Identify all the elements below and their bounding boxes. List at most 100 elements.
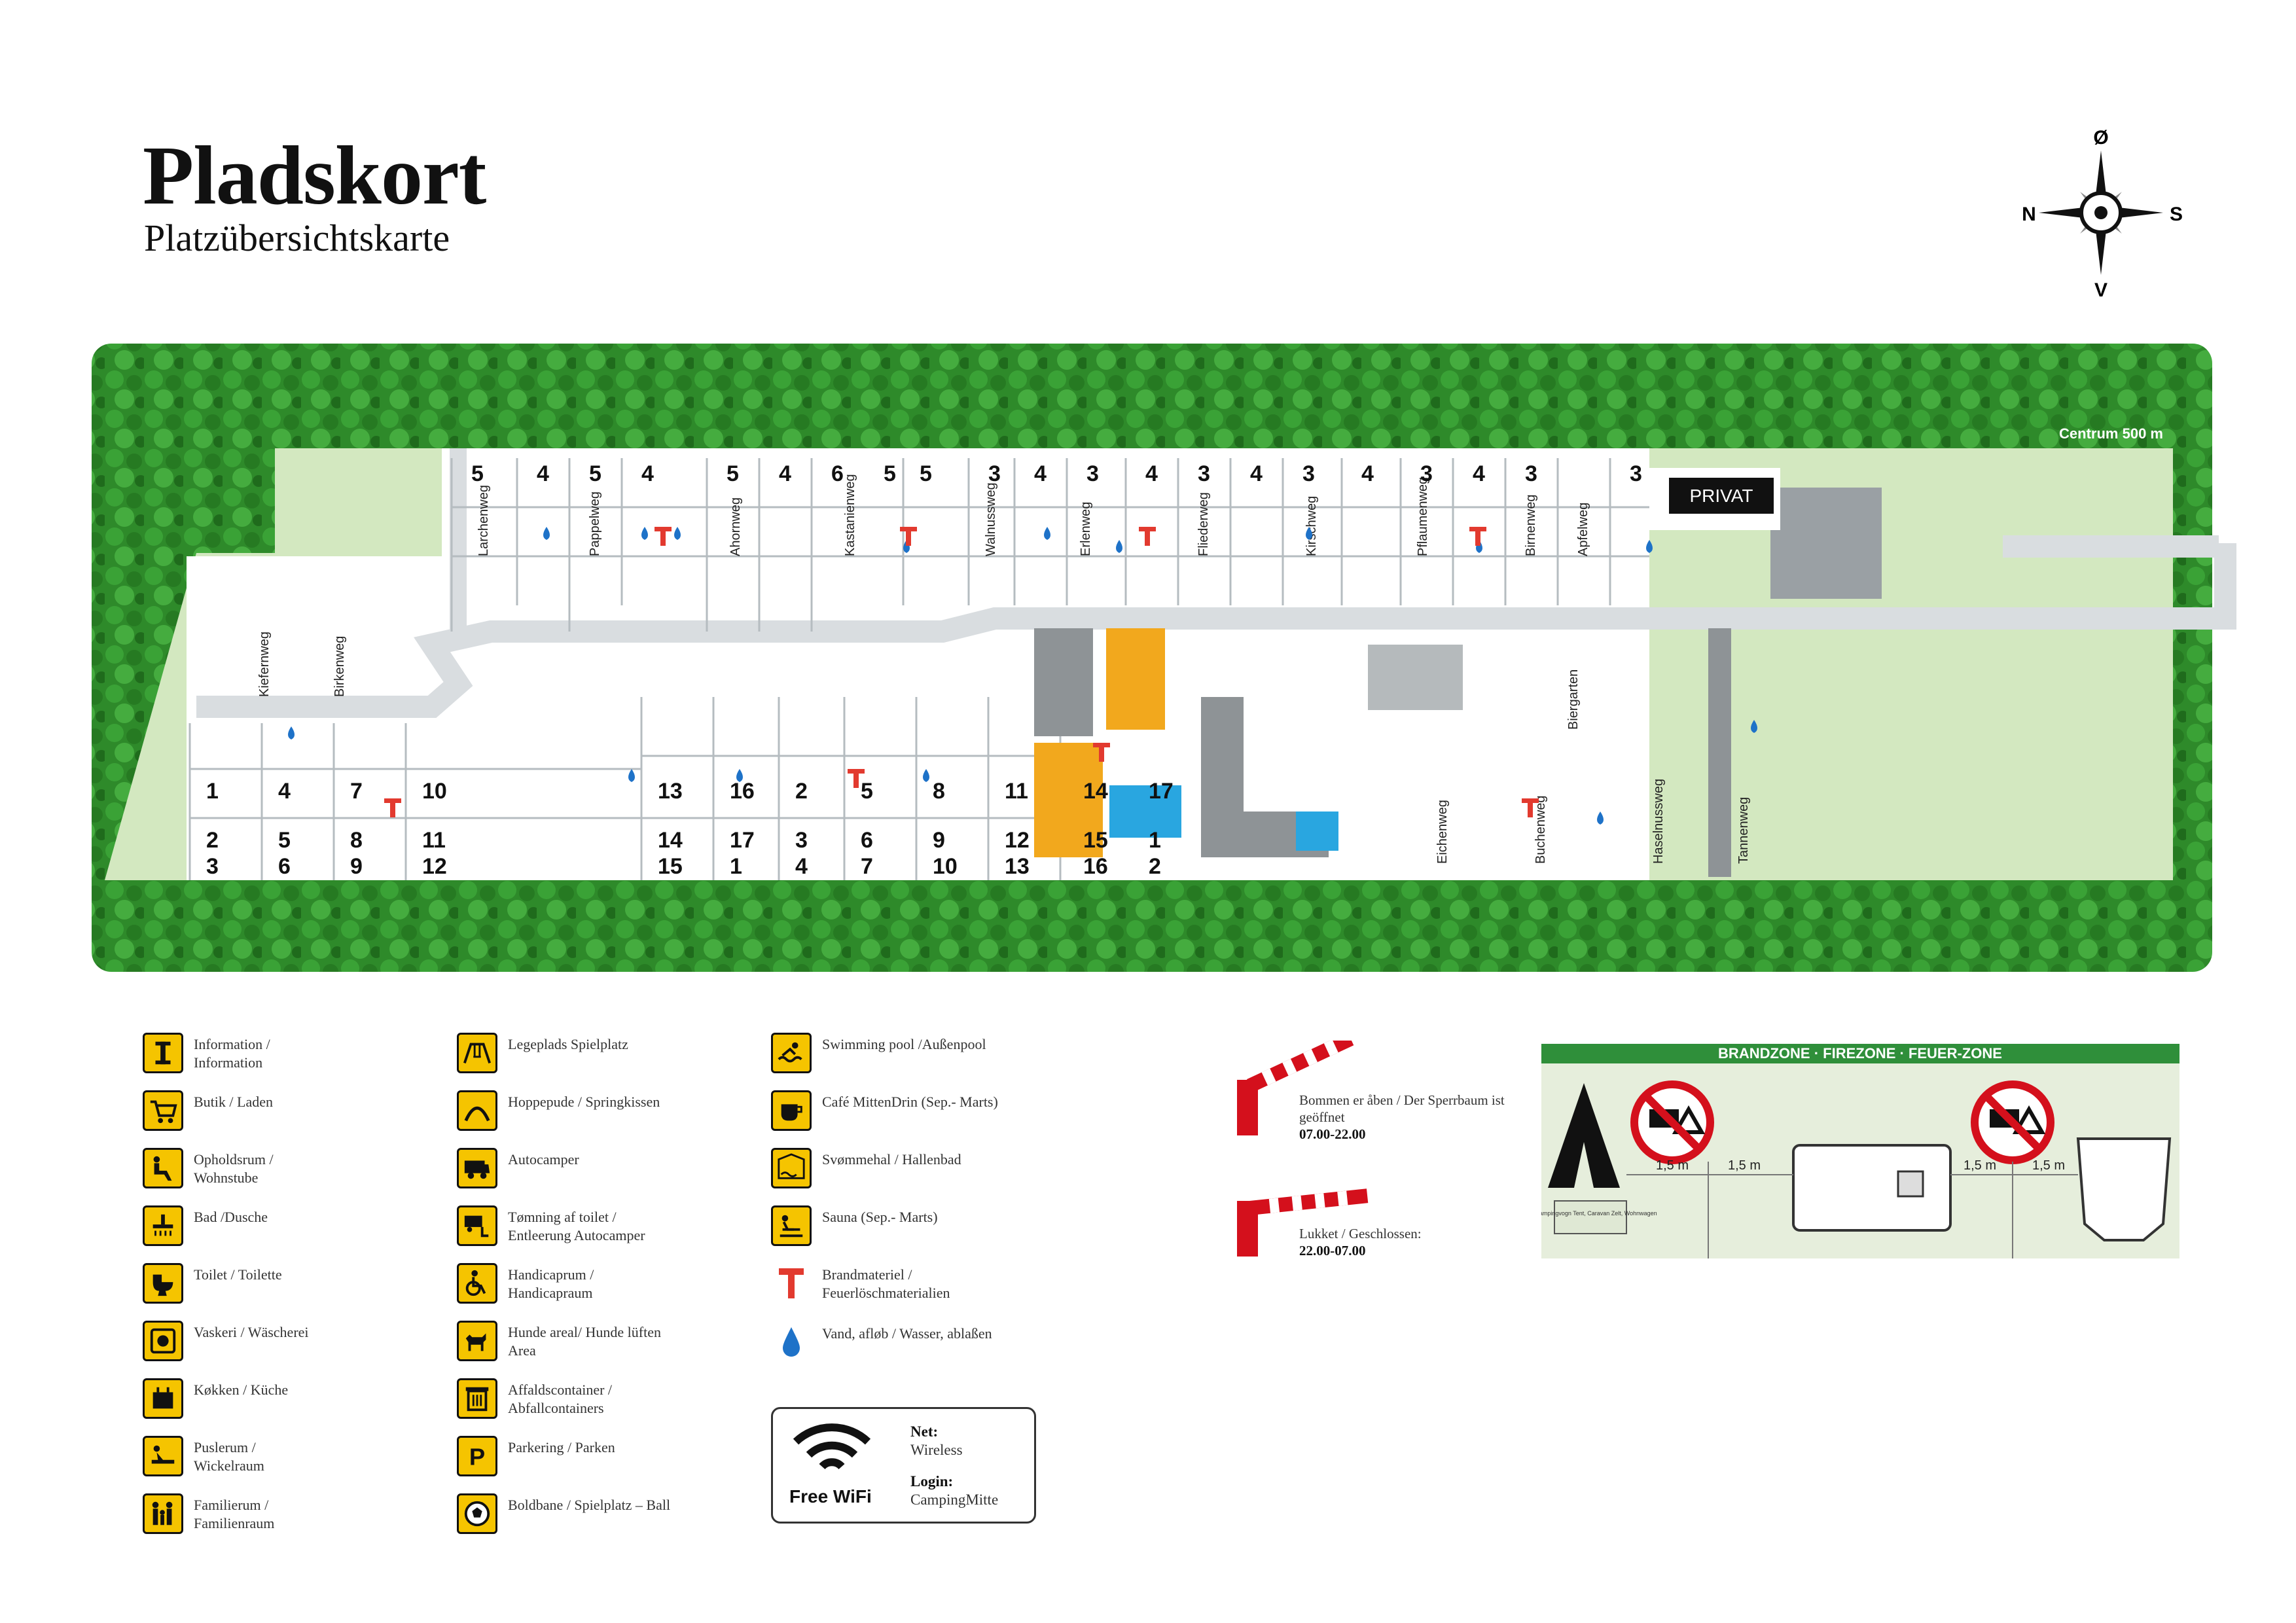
wifi-label: Free WiFi [789,1486,872,1507]
legend-item-label: Hoppepude / Springkissen [508,1094,660,1110]
information-icon [143,1033,183,1073]
pitch-number: 1 [730,854,742,879]
motorhome-service-icon [457,1205,497,1246]
road-label-erlenweg: Erlenweg [1079,502,1093,556]
pitch-number: 3 [1086,461,1099,486]
pitch-number: 1 [1149,828,1161,853]
pitch-number: 8 [350,828,363,853]
pitch-number: 1 [206,779,219,804]
legend-item: Tømning af toilet / Entleerung Autocampe… [457,1205,678,1246]
road-label-kiefernweg: Kiefernweg [257,632,272,697]
pitch-number: 16 [730,779,755,804]
motorhome-icon [457,1148,497,1188]
pitch-number: 5 [884,461,896,486]
legend-item-label: Café MittenDrin (Sep.- Marts) [822,1094,998,1110]
legend-item-label: Boldbane / Spielplatz – Ball [508,1497,671,1513]
pitch-number: 3 [206,854,219,879]
road-label-birkenweg: Birkenweg [332,636,347,697]
barrier-closed-time: 22.00-07.00 [1299,1243,1366,1258]
pitch-number: 6 [831,461,844,486]
legend-item-label: Køkken / Küche [194,1382,289,1398]
legend-item-label: Legeplads Spielplatz [508,1036,628,1052]
legend-item-label: Puslerum / Wickelraum [194,1439,264,1474]
centrum-label: Centrum 500 m [2059,425,2163,442]
barrier-closed-icon [1237,1188,1369,1257]
page-subtitle: Platzübersichtskarte [144,217,450,259]
legend-item: Køkken / Küche [143,1378,325,1419]
sanitary-building [1201,697,1244,857]
baby-changing-icon [143,1436,183,1476]
pitch-number: 13 [1005,854,1030,879]
compass-label-left: N [2022,204,2036,225]
legend-item: Boldbane / Spielplatz – Ball [457,1493,678,1534]
no-caravan-tent-icon [1630,1080,1714,1164]
legend-item: Puslerum / Wickelraum [143,1436,325,1476]
jumping-pillow-area [1106,628,1165,730]
jumping-pillow-icon [457,1090,497,1131]
pitch-number: 12 [422,854,447,879]
dog-area-icon [457,1321,497,1361]
pitch-number: 5 [920,461,932,486]
fire-equipment-icon [779,1268,804,1298]
pitch-grid-bottom [188,697,1067,880]
pitch-number: 12 [1005,828,1030,853]
legend-water-text: Vand, afløb / Wasser, ablaßen [822,1325,992,1342]
pitch-number: 2 [795,779,808,804]
campsite-map: PRIVAT Centrum 500 m Kiefernweg Birkenwe… [92,344,2236,972]
legend-item: Vaskeri / Wäscherei [143,1321,325,1361]
road-label-kirschweg: Kirschweg [1304,496,1319,556]
swimming-pool [1109,785,1181,838]
shop-icon [143,1090,183,1131]
road-label-ahornweg: Ahornweg [728,497,743,556]
legend-item-label: Tømning af toilet / Entleerung Autocampe… [508,1209,645,1243]
legend-item: Toilet / Toilette [143,1263,325,1304]
shower-icon [143,1205,183,1246]
legend-item: Affaldscontainer / Abfallcontainers [457,1378,678,1419]
privat-label-box [1669,478,1774,514]
privat-label: PRIVAT [1690,486,1753,506]
legend-item: Handicaprum / Handicapraum [457,1263,678,1304]
legend-item-label: Autocamper [508,1151,579,1168]
pitch-number: 4 [1145,461,1158,486]
compass-label-bottom: V [2094,279,2108,298]
pitch-number: 3 [1198,461,1210,486]
legend-item: Autocamper [457,1148,678,1188]
pitch-number: 3 [1525,461,1537,486]
indoor-pool-icon [771,1148,812,1188]
awning-tent-icon [2076,1137,2172,1241]
pitch-number: 2 [1149,854,1161,879]
pitch-number: 14 [1083,779,1108,804]
waste-area [1708,628,1731,877]
legend-item: Legeplads Spielplatz [457,1033,678,1073]
pitch-number: 14 [658,828,683,853]
distance-1: 1,5 m [1656,1158,1689,1173]
distance-4: 1,5 m [2032,1158,2065,1173]
legend-item-label: Parkering / Parken [508,1439,615,1455]
pitch-number: 4 [1361,461,1374,486]
legend-item-label: Affaldscontainer / Abfallcontainers [508,1382,613,1416]
pitch-number: 7 [350,779,363,804]
pitch-number: 7 [861,854,873,879]
road-label-tannenweg: Tannenweg [1736,797,1751,864]
pitch-number: 15 [658,854,683,879]
road-label-fliederweg: Fliederweg [1196,492,1211,556]
legend-item-label: Toilet / Toilette [194,1266,282,1283]
legend-item: Sauna (Sep.- Marts) [771,1205,1045,1246]
wifi-info-box: Free WiFi Net: Wireless Login: CampingMi… [771,1407,1036,1524]
legend-item: Bad /Dusche [143,1205,325,1246]
road-label-walnussweg: Walnussweg [984,482,998,556]
service-building [1034,628,1093,736]
pitch-number: 4 [278,779,291,804]
playground-area [1034,743,1103,857]
road-label-birnenweg: Birnenweg [1524,494,1538,556]
page-title: Pladskort [143,129,486,222]
pitch-number: 11 [1005,779,1028,804]
pitch-number: 4 [1473,461,1485,486]
legend-item: Butik / Laden [143,1090,325,1131]
tent-icon [1548,1083,1620,1188]
pitch-number: 4 [641,461,654,486]
pitch-number: 4 [795,854,808,879]
shop-building [1368,645,1463,710]
firezone-title: BRANDZONE · FIREZONE · FEUER-ZONE [1718,1045,2002,1061]
